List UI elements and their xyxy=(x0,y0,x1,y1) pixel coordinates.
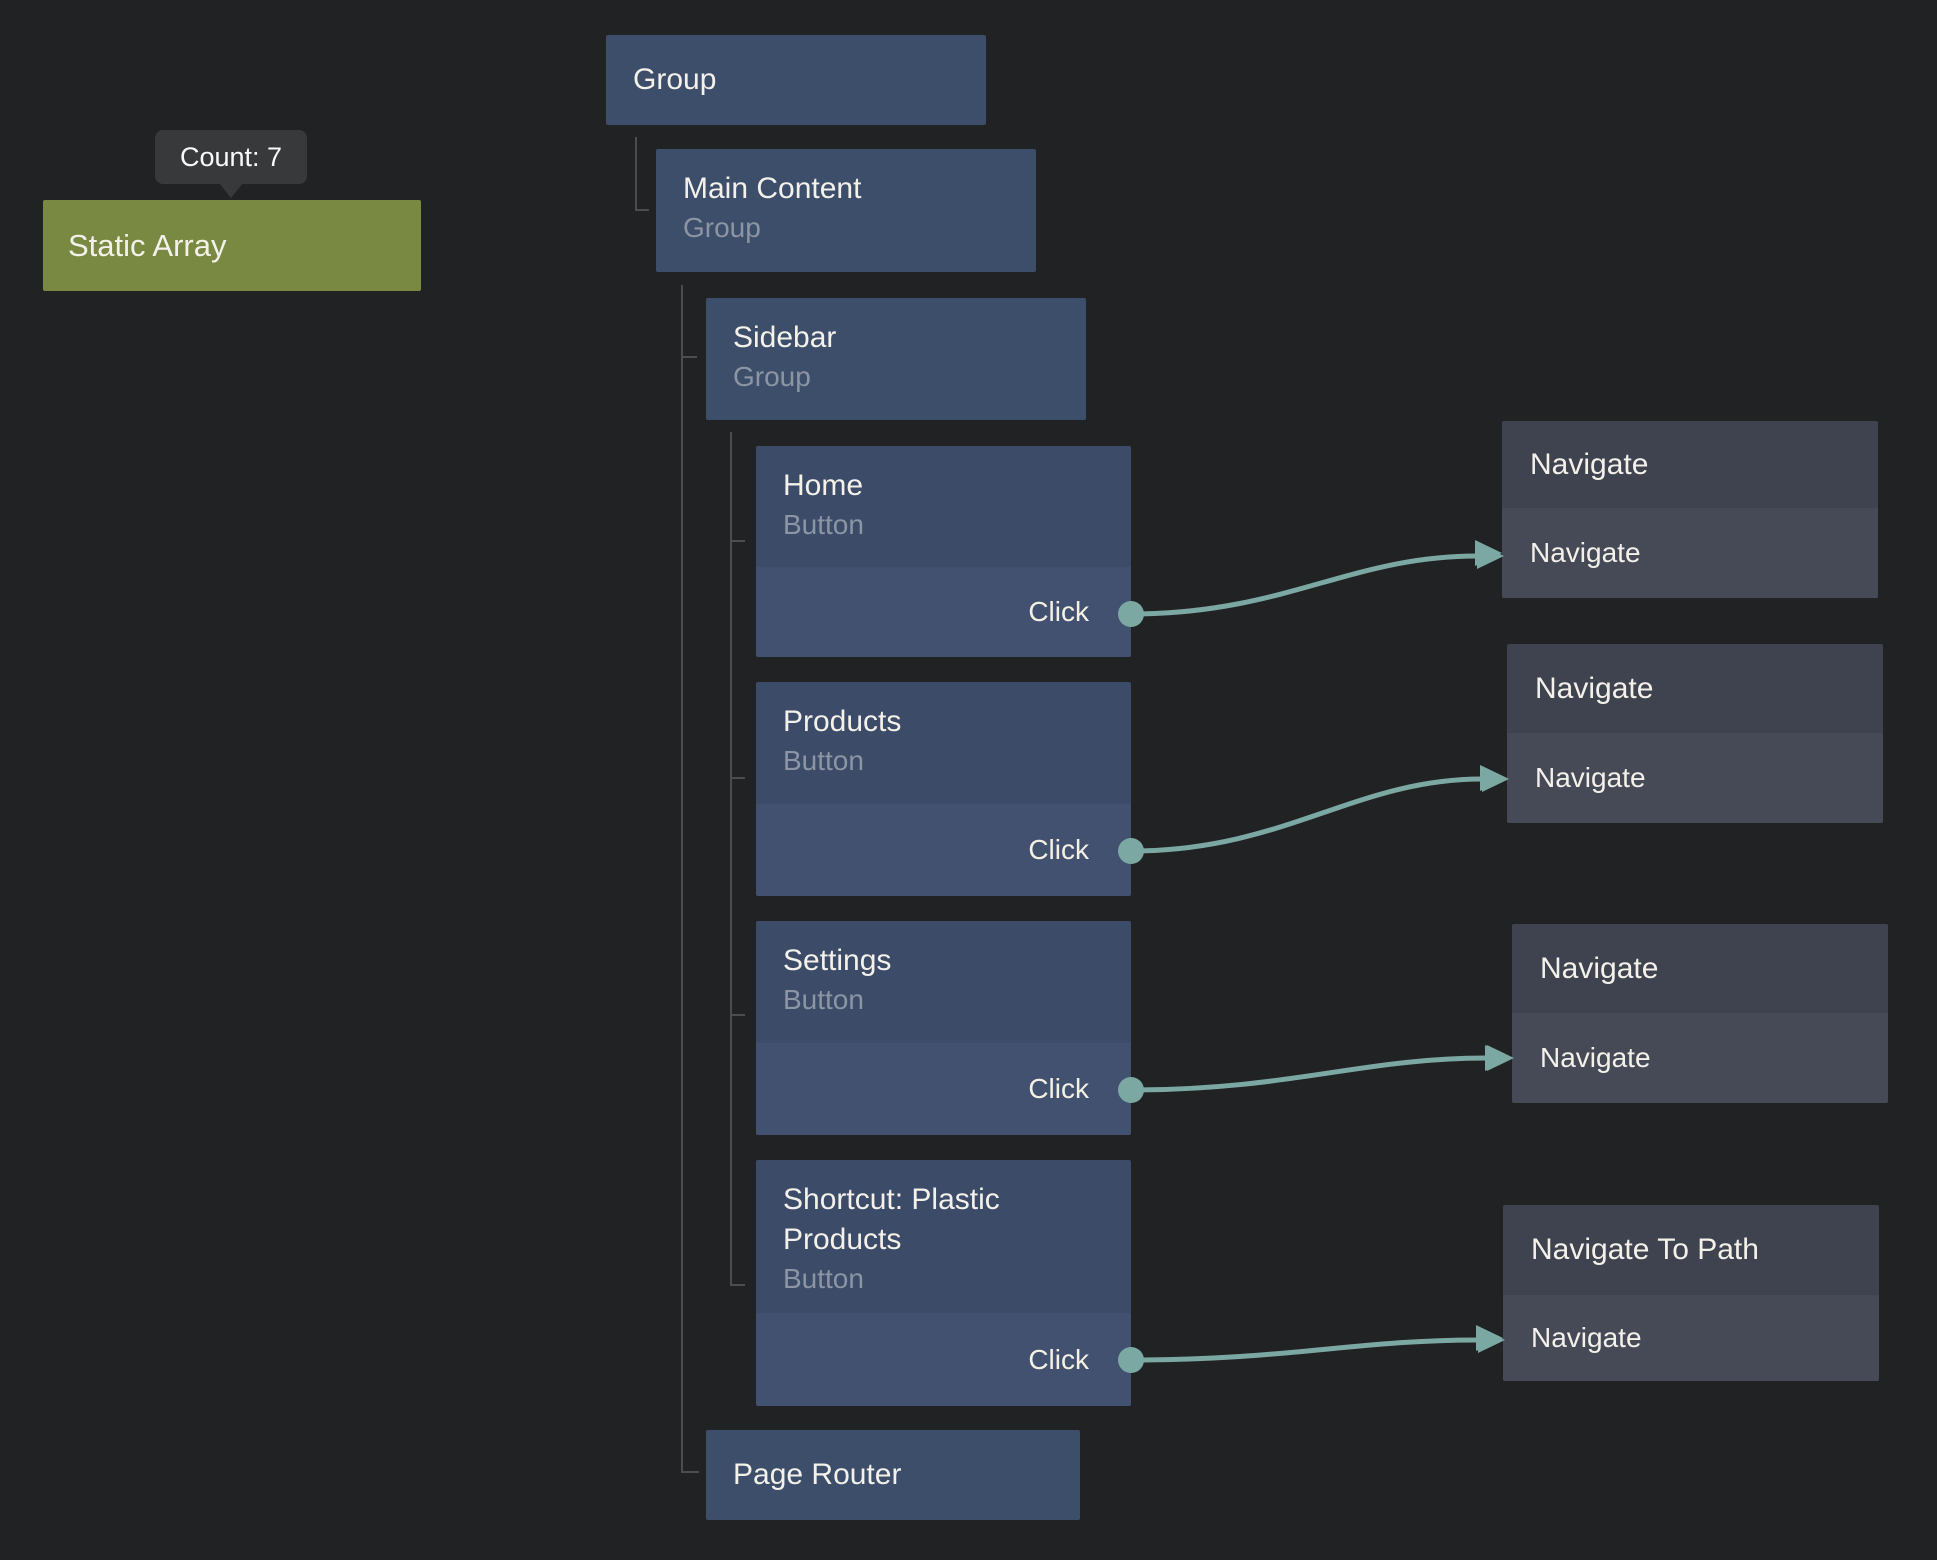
node-subtitle: Button xyxy=(783,745,864,776)
node-header: Navigate To Path xyxy=(1503,1205,1879,1295)
node-title: Navigate xyxy=(1530,447,1649,481)
output-port-label: Click xyxy=(1028,1343,1089,1375)
input-port-label: Navigate xyxy=(1531,1322,1642,1353)
tree-rail-elbow xyxy=(635,209,649,211)
node-title: Settings xyxy=(783,944,892,977)
wire-products-click-to-navigate[interactable] xyxy=(1128,776,1485,854)
input-port-arrow-icon[interactable] xyxy=(1475,540,1502,566)
node-title: Group xyxy=(633,63,717,96)
output-port-label: Click xyxy=(1028,596,1089,627)
tree-rail-elbow xyxy=(730,1014,745,1016)
wire-home-click-to-navigate[interactable] xyxy=(1128,553,1480,617)
node-title: Navigate To Path xyxy=(1531,1233,1759,1266)
node-input-section: Navigate xyxy=(1480,733,1883,823)
input-port-arrow-icon[interactable] xyxy=(1476,1325,1503,1351)
node-title: Home xyxy=(783,469,864,502)
node-output-section: Click xyxy=(756,1313,1131,1406)
node-input-section: Navigate xyxy=(1476,1295,1879,1381)
input-port-label: Navigate xyxy=(1535,762,1646,793)
node-navigate-to-path[interactable]: Navigate To Path Navigate xyxy=(1476,1205,1879,1381)
node-home-button[interactable]: Home Button Click xyxy=(756,446,1131,657)
node-navigate-3[interactable]: Navigate Navigate xyxy=(1485,924,1888,1103)
node-header: Products Button xyxy=(756,682,1131,804)
wire-shortcut-click-to-navigate-to-path[interactable] xyxy=(1128,1337,1481,1363)
input-port-label: Navigate xyxy=(1540,1042,1651,1073)
wire-settings-click-to-navigate[interactable] xyxy=(1128,1055,1490,1093)
node-header: Navigate xyxy=(1502,421,1878,508)
tree-rail-elbow xyxy=(730,540,745,542)
node-group[interactable]: Group xyxy=(606,35,986,125)
node-title: Navigate xyxy=(1540,951,1659,985)
node-main-content[interactable]: Main Content Group xyxy=(656,149,1036,272)
node-subtitle: Button xyxy=(783,509,864,540)
node-output-section: Click xyxy=(756,804,1131,896)
tree-rail-elbow xyxy=(681,1471,699,1473)
node-subtitle: Button xyxy=(783,984,864,1015)
node-title: Static Array xyxy=(68,227,227,263)
node-title: Sidebar xyxy=(733,321,837,354)
node-products-button[interactable]: Products Button Click xyxy=(756,682,1131,896)
tree-rail xyxy=(635,137,637,211)
node-title: Shortcut: Plastic Products xyxy=(783,1183,1000,1256)
output-port-label: Click xyxy=(1028,1073,1089,1104)
tree-rail-elbow xyxy=(681,356,697,358)
node-subtitle: Group xyxy=(683,212,761,243)
node-header: Navigate xyxy=(1512,924,1888,1013)
node-navigate-1[interactable]: Navigate Navigate xyxy=(1475,421,1878,598)
count-tooltip: Count: 7 xyxy=(155,130,307,184)
node-subtitle: Group xyxy=(733,361,811,392)
node-input-section: Navigate xyxy=(1475,508,1878,598)
input-port-label: Navigate xyxy=(1530,537,1641,568)
node-header: Home Button xyxy=(756,446,1131,567)
output-port-label: Click xyxy=(1028,834,1089,865)
node-page-router[interactable]: Page Router xyxy=(706,1430,1080,1520)
node-static-array[interactable]: Static Array xyxy=(43,200,421,291)
tree-rail xyxy=(681,285,683,1473)
node-input-section: Navigate xyxy=(1485,1013,1888,1103)
tree-rail xyxy=(730,432,732,1286)
tooltip-pointer-icon xyxy=(219,183,243,198)
tree-rail-elbow xyxy=(730,777,745,779)
node-output-section: Click xyxy=(756,1043,1131,1135)
count-tooltip-label: Count: 7 xyxy=(179,141,283,172)
node-title: Main Content xyxy=(683,172,862,205)
node-navigate-2[interactable]: Navigate Navigate xyxy=(1480,644,1883,823)
node-title: Navigate xyxy=(1535,671,1654,705)
node-header: Shortcut: Plastic Products Button xyxy=(756,1160,1131,1313)
node-title: Products xyxy=(783,705,902,738)
node-header: Navigate xyxy=(1507,644,1883,733)
node-settings-button[interactable]: Settings Button Click xyxy=(756,921,1131,1135)
node-output-section: Click xyxy=(756,567,1131,657)
node-subtitle: Button xyxy=(783,1263,864,1294)
tree-rail-elbow xyxy=(730,1284,745,1286)
node-sidebar[interactable]: Sidebar Group xyxy=(706,298,1086,420)
node-shortcut-plastic-products-button[interactable]: Shortcut: Plastic Products Button Click xyxy=(756,1160,1131,1406)
node-header: Settings Button xyxy=(756,921,1131,1043)
node-title: Page Router xyxy=(733,1458,902,1491)
